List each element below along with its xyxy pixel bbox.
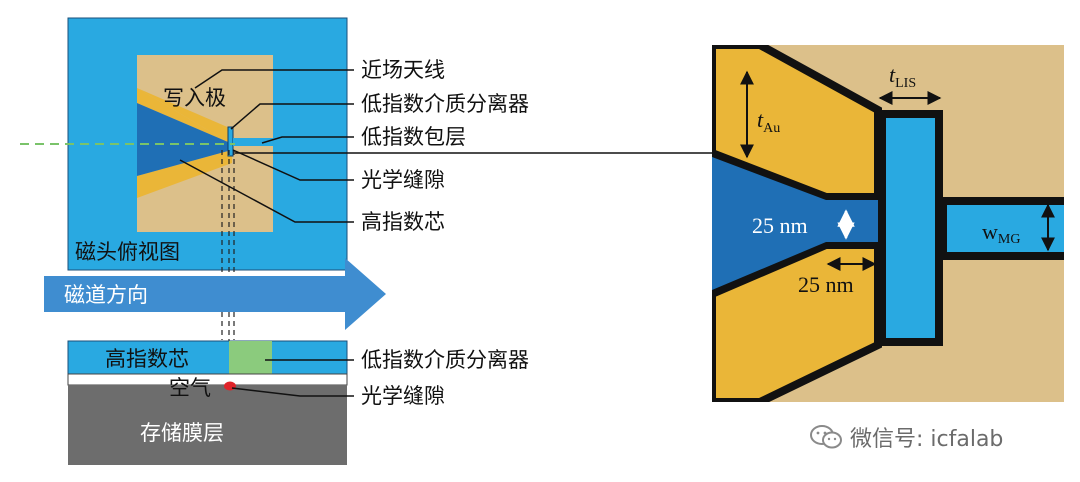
projection-lines: [221, 150, 235, 375]
dim-25nm-vertical-label: 25 nm: [752, 213, 808, 238]
t-lis-label: tLIS: [889, 62, 916, 91]
watermark: 微信号: icfalab: [808, 420, 1003, 454]
core-label-cross: 高指数芯: [105, 347, 189, 371]
callout-gap-2: 光学缝隙: [361, 384, 445, 408]
callout-leaders: [179, 69, 354, 397]
t-au-label: tAu: [757, 107, 780, 136]
detail-panel: [712, 45, 1064, 402]
write-pole-label: 写入极: [163, 86, 226, 110]
watermark-text: 微信号: icfalab: [850, 427, 1004, 452]
callout-core: 高指数芯: [361, 210, 445, 234]
w-mg-label: wMG: [982, 219, 1020, 247]
top-view-panel: [67, 17, 348, 271]
callout-cladding: 低指数包层: [361, 125, 466, 149]
callout-separator: 低指数介质分离器: [361, 92, 529, 116]
callout-nft: 近场天线: [361, 58, 445, 82]
cross-section-panel: [67, 340, 348, 465]
callout-gap: 光学缝隙: [361, 168, 445, 192]
track-direction-label: 磁道方向: [64, 283, 148, 307]
callout-separator-2: 低指数介质分离器: [361, 348, 529, 372]
top-view-title: 磁头俯视图: [75, 240, 180, 264]
track-direction-arrow: [44, 258, 386, 330]
wechat-icon: [810, 425, 842, 449]
dim-25nm-horizontal-label: 25 nm: [798, 272, 854, 297]
air-label: 空气: [169, 376, 211, 400]
media-label: 存储膜层: [140, 421, 224, 445]
